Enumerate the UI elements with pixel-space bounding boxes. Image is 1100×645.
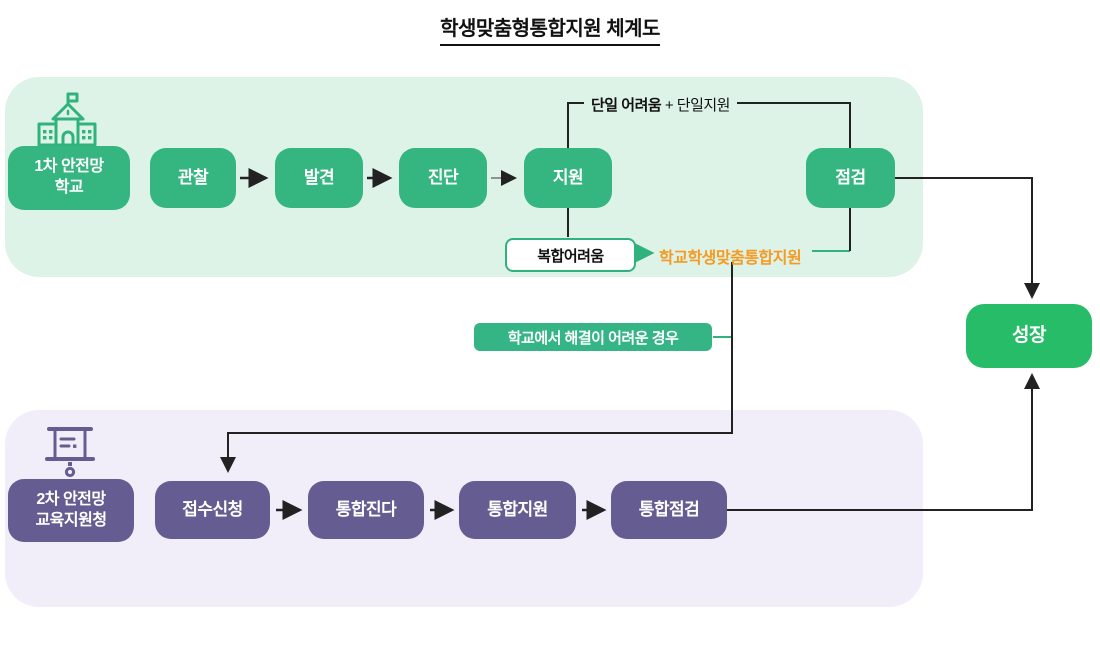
primary-entity-line2: 학교	[54, 179, 84, 196]
step-integrated-diagnosis: 통합진다	[308, 481, 424, 539]
step-integrated-inspection: 통합점검	[611, 481, 727, 539]
school-icon	[37, 92, 97, 147]
step-observation: 관찰	[150, 148, 236, 208]
step-integrated-support: 통합지원	[459, 481, 576, 539]
school-integrated-support-label: 학교학생맞춤통합지원	[659, 250, 802, 267]
single-difficulty-label-rest: + 단일지원	[661, 97, 731, 114]
secondary-entity-line2: 교육지원청	[35, 511, 107, 529]
page-title-text: 학생맞춤형통합지원 체계도	[440, 12, 660, 46]
secondary-safety-net-box: 2차 안전망 교육지원청	[8, 479, 134, 542]
step-diagnosis: 진단	[399, 148, 487, 208]
escalation-condition-label: 학교에서 해결이 어려운 경우	[474, 323, 712, 351]
step-application: 접수신청	[155, 481, 270, 539]
primary-safety-net-box: 1차 안전망 학교	[8, 146, 130, 210]
step-inspection: 점검	[806, 148, 895, 208]
page-title: 학생맞춤형통합지원 체계도	[0, 12, 1100, 46]
primary-entity-line1: 1차 안전망	[34, 158, 104, 176]
step-discovery: 발견	[275, 148, 363, 208]
growth-box: 성장	[966, 304, 1092, 368]
complex-difficulty-box: 복합어려움	[505, 238, 636, 272]
single-difficulty-label: 단일 어려움 + 단일지원	[584, 94, 737, 115]
step-support: 지원	[524, 148, 612, 208]
secondary-entity-line1: 2차 안전망	[36, 490, 106, 508]
single-difficulty-label-bold: 단일 어려움	[591, 97, 662, 114]
presentation-icon	[45, 427, 95, 478]
